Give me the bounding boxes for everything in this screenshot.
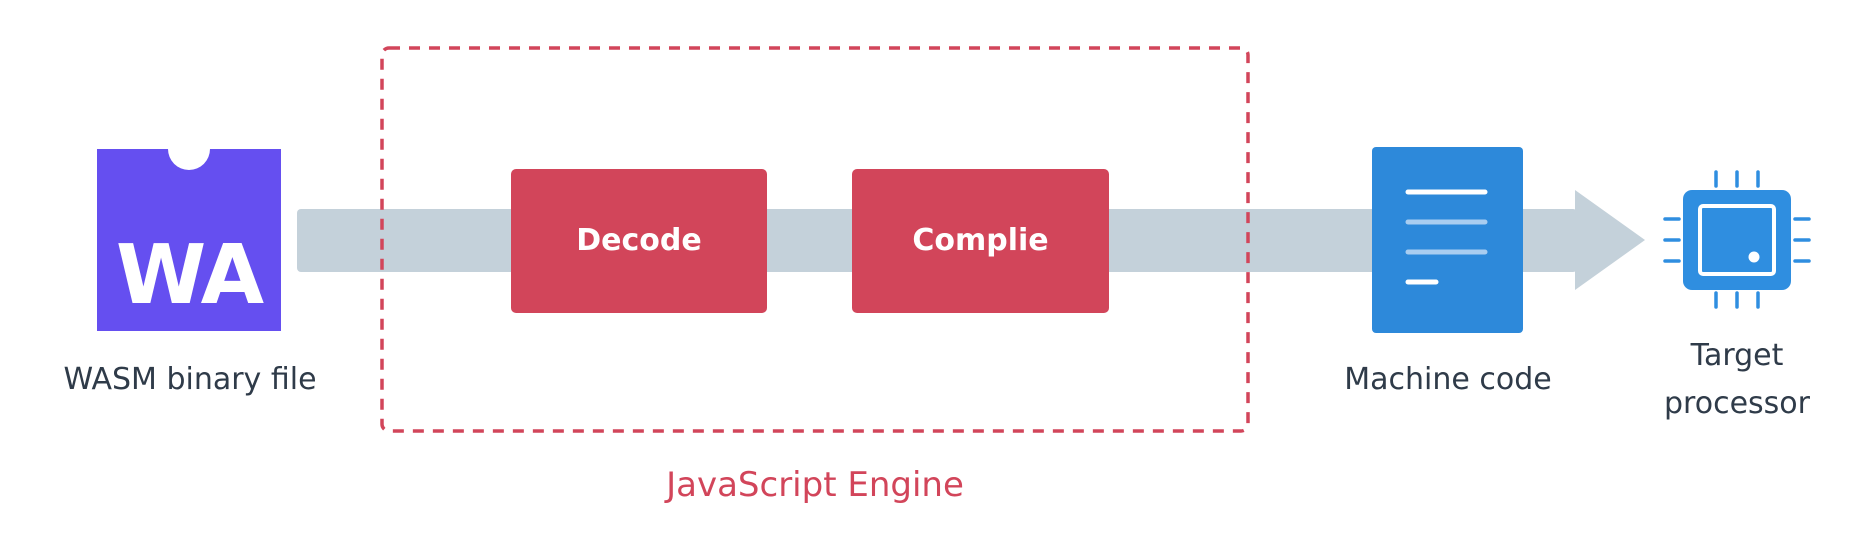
compile-node-label: Complie <box>912 223 1049 258</box>
compile-node-box <box>852 169 1109 313</box>
machine-code-label: Machine code <box>1344 362 1552 397</box>
wasm-logo-text: WA <box>115 228 264 323</box>
target-processor-label-line1: Target <box>1690 338 1784 373</box>
javascript-engine-boundary <box>380 46 1250 433</box>
wasm-binary-file-label: WASM binary file <box>63 362 317 397</box>
javascript-engine-label: JavaScript Engine <box>666 465 964 505</box>
webassembly-logo-icon <box>97 149 281 331</box>
document-icon <box>1372 147 1523 333</box>
cpu-chip-icon <box>1663 170 1811 309</box>
decode-node-label: Decode <box>576 223 702 258</box>
decode-node-box <box>511 169 767 313</box>
target-processor-label-line2: processor <box>1664 386 1810 421</box>
